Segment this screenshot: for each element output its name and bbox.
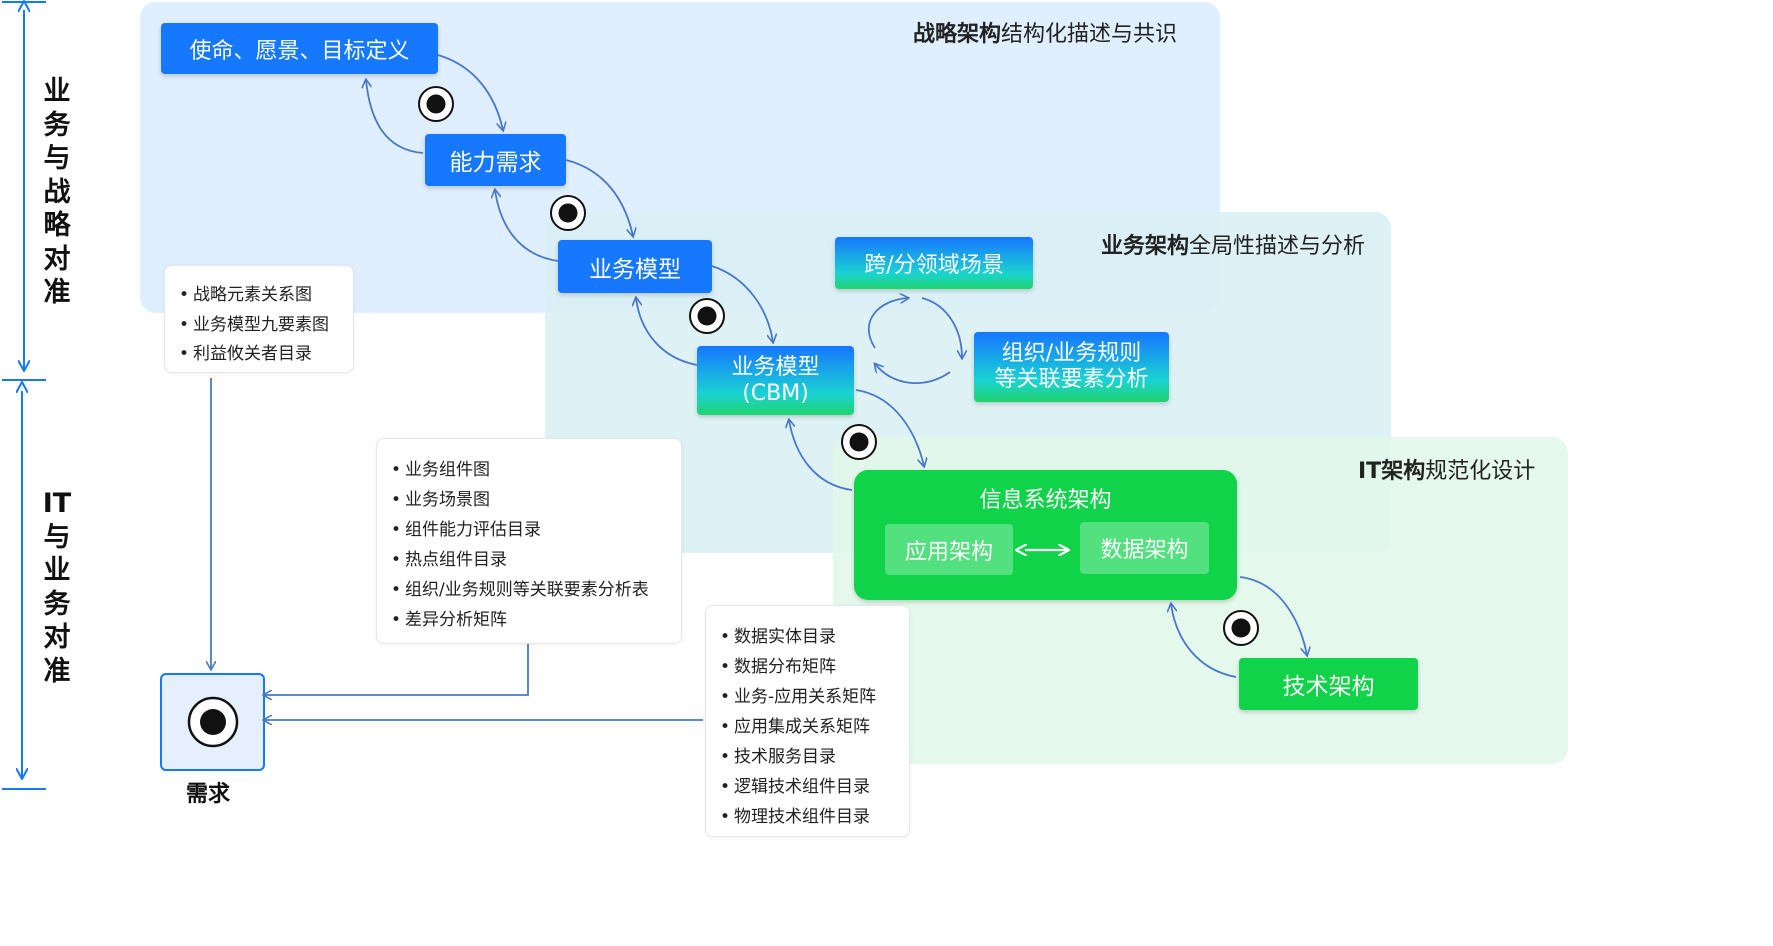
list-item: 组件能力评估目录: [391, 515, 681, 545]
list-item: 战略元素关系图: [179, 281, 353, 311]
list-item: 业务场景图: [391, 485, 681, 515]
list-item: 逻辑技术组件目录: [720, 772, 909, 802]
cross-domain-scenario-node: 跨/分领域场景: [835, 237, 1033, 289]
it-layer-title: IT架构规范化设计: [1358, 459, 1536, 484]
list-item: 数据实体目录: [720, 622, 909, 652]
target-icon: [1223, 610, 1259, 646]
list-item: 组织/业务规则等关联要素分析表: [391, 575, 681, 605]
target-icon: [689, 298, 725, 334]
list-item: 技术服务目录: [720, 742, 909, 772]
strategy-layer-title: 战略架构结构化描述与共识: [913, 22, 1178, 47]
requirement-target-icon: [187, 696, 238, 748]
data-architecture-node: 数据架构: [1080, 522, 1209, 574]
list-item: 利益攸关者目录: [179, 340, 353, 370]
list-item: 业务组件图: [391, 455, 681, 485]
target-icon: [841, 424, 877, 460]
strategy-outputs-card: 战略元素关系图 业务模型九要素图 利益攸关者目录: [164, 265, 354, 373]
list-item: 应用集成关系矩阵: [720, 712, 909, 742]
list-item: 热点组件目录: [391, 545, 681, 575]
list-item: 物理技术组件目录: [720, 802, 909, 832]
requirement-label: 需求: [185, 782, 230, 807]
list-item: 业务模型九要素图: [179, 311, 353, 341]
business-layer-title: 业务架构全局性描述与分析: [1101, 234, 1366, 259]
it-outputs-card: 数据实体目录 数据分布矩阵 业务-应用关系矩阵 应用集成关系矩阵 技术服务目录 …: [705, 605, 910, 837]
business-strategy-alignment-label: 业务与战略对准: [43, 76, 71, 308]
capability-requirement-node: 能力需求: [425, 134, 566, 186]
mission-vision-goal-node: 使命、愿景、目标定义: [161, 23, 438, 74]
target-icon: [418, 86, 454, 122]
requirement-node: [160, 673, 265, 771]
application-architecture-node: 应用架构: [885, 524, 1013, 575]
business-model-node: 业务模型: [558, 240, 712, 293]
info-system-title: 信息系统架构: [979, 488, 1112, 513]
target-icon: [550, 195, 586, 231]
list-item: 差异分析矩阵: [391, 605, 681, 635]
left-axis-brackets: [2, 2, 46, 790]
business-outputs-card: 业务组件图 业务场景图 组件能力评估目录 热点组件目录 组织/业务规则等关联要素…: [376, 438, 682, 644]
org-business-rules-node: 组织/业务规则等关联要素分析: [974, 332, 1169, 402]
flow-arrows: [211, 54, 1307, 720]
list-item: 业务-应用关系矩阵: [720, 682, 909, 712]
list-item: 数据分布矩阵: [720, 652, 909, 682]
cbm-business-model-node: 业务模型(CBM): [697, 346, 854, 415]
technology-architecture-node: 技术架构: [1239, 658, 1418, 710]
